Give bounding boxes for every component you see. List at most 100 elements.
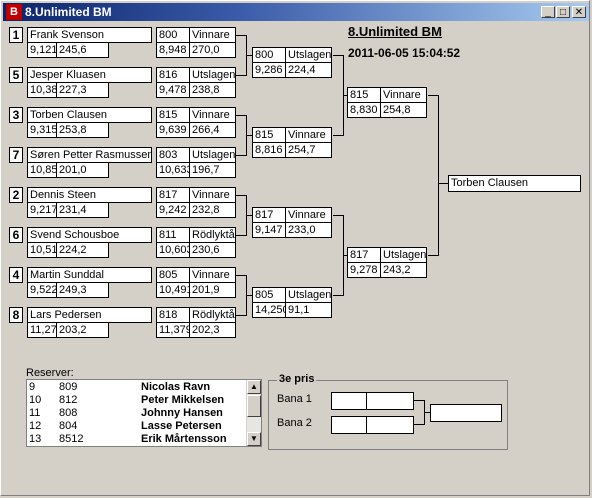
round1-box-speed[interactable]: 270,0: [189, 42, 236, 58]
round1-box-no[interactable]: 803: [156, 147, 190, 163]
racer-speed[interactable]: 231,4: [56, 202, 109, 218]
racer-time[interactable]: 10,388: [27, 82, 57, 98]
quarter-box-time[interactable]: 9,286: [252, 62, 286, 78]
quarter-box-speed[interactable]: 91,1: [285, 302, 332, 318]
racer-time[interactable]: 9,522: [27, 282, 57, 298]
quarter-box-time[interactable]: 9,147: [252, 222, 286, 238]
racer-time[interactable]: 9,217: [27, 202, 57, 218]
racer-name[interactable]: Søren Petter Rasmussen: [27, 147, 152, 163]
racer-name[interactable]: Dennis Steen: [27, 187, 152, 203]
third-place-winner-field[interactable]: [430, 404, 502, 422]
winner-field[interactable]: Torben Clausen: [448, 175, 581, 192]
title-bar[interactable]: B 8.Unlimited BM _ □ ✕: [3, 3, 589, 21]
quarter-box-result[interactable]: Utslagen: [285, 47, 332, 63]
quarter-box-no[interactable]: 800: [252, 47, 286, 63]
round1-box-result[interactable]: Vinnare: [189, 27, 236, 43]
lane2-no-field[interactable]: [331, 416, 367, 434]
round1-box-result[interactable]: Utslagen: [189, 67, 236, 83]
round1-box-result[interactable]: Vinnare: [189, 107, 236, 123]
round1-box-time[interactable]: 10,603: [156, 242, 190, 258]
round1-box-speed[interactable]: 266,4: [189, 122, 236, 138]
round1-box-speed[interactable]: 196,7: [189, 162, 236, 178]
round1-box-no[interactable]: 811: [156, 227, 190, 243]
round1-box-speed[interactable]: 238,8: [189, 82, 236, 98]
racer-speed[interactable]: 201,0: [56, 162, 109, 178]
quarter-box-result[interactable]: Utslagen: [285, 287, 332, 303]
round1-box-result[interactable]: Vinnare: [189, 187, 236, 203]
racer-speed[interactable]: 249,3: [56, 282, 109, 298]
round1-box-result[interactable]: Vinnare: [189, 267, 236, 283]
semi-box-no[interactable]: 815: [347, 87, 381, 103]
racer-name[interactable]: Torben Clausen: [27, 107, 152, 123]
quarter-box-result[interactable]: Vinnare: [285, 127, 332, 143]
maximize-button[interactable]: □: [556, 6, 570, 18]
quarter-box-speed[interactable]: 254,7: [285, 142, 332, 158]
lane1-no-field[interactable]: [331, 392, 367, 410]
close-button[interactable]: ✕: [572, 6, 586, 18]
quarter-box-time[interactable]: 14,250: [252, 302, 286, 318]
lane1-result-field[interactable]: [366, 392, 414, 410]
round1-box-time[interactable]: 9,242: [156, 202, 190, 218]
semi-box-speed[interactable]: 254,8: [380, 102, 427, 118]
round1-box-result[interactable]: Utslagen: [189, 147, 236, 163]
racer-speed[interactable]: 227,3: [56, 82, 109, 98]
quarter-box-no[interactable]: 817: [252, 207, 286, 223]
round1-box-no[interactable]: 816: [156, 67, 190, 83]
quarter-box-no[interactable]: 815: [252, 127, 286, 143]
scroll-thumb[interactable]: [247, 395, 261, 417]
semi-box-no[interactable]: 817: [347, 247, 381, 263]
semi-box-result[interactable]: Vinnare: [380, 87, 427, 103]
semi-box-speed[interactable]: 243,2: [380, 262, 427, 278]
round1-box-no[interactable]: 817: [156, 187, 190, 203]
scroll-up-button[interactable]: ▲: [247, 380, 261, 394]
scroll-down-button[interactable]: ▼: [247, 432, 261, 446]
racer-time[interactable]: 10,515: [27, 242, 57, 258]
round1-box-time[interactable]: 10,633: [156, 162, 190, 178]
racer-name[interactable]: Jesper Kluasen: [27, 67, 152, 83]
racer-speed[interactable]: 203,2: [56, 322, 109, 338]
racer-time[interactable]: 9,315: [27, 122, 57, 138]
reserves-scrollbar[interactable]: ▲ ▼: [246, 380, 261, 446]
minimize-button[interactable]: _: [541, 6, 555, 18]
round1-box-speed[interactable]: 232,8: [189, 202, 236, 218]
racer-speed[interactable]: 245,6: [56, 42, 109, 58]
racer-name[interactable]: Martin Sunddal: [27, 267, 152, 283]
round1-box-no[interactable]: 815: [156, 107, 190, 123]
lane2-result-field[interactable]: [366, 416, 414, 434]
round1-box-speed[interactable]: 201,9: [189, 282, 236, 298]
semi-box-time[interactable]: 8,830: [347, 102, 381, 118]
racer-speed[interactable]: 224,2: [56, 242, 109, 258]
quarter-box-speed[interactable]: 224,4: [285, 62, 332, 78]
round1-box-no[interactable]: 800: [156, 27, 190, 43]
racer-name[interactable]: Lars Pedersen: [27, 307, 152, 323]
round1-box-speed[interactable]: 202,3: [189, 322, 236, 338]
quarter-box-result[interactable]: Vinnare: [285, 207, 332, 223]
racer-name[interactable]: Svend Schousboe: [27, 227, 152, 243]
bm-icon[interactable]: B: [6, 4, 22, 20]
semi-box-time[interactable]: 9,278: [347, 262, 381, 278]
round1-box-time[interactable]: 9,639: [156, 122, 190, 138]
racer-time[interactable]: 10,852: [27, 162, 57, 178]
quarter-box-time[interactable]: 8,816: [252, 142, 286, 158]
round1-box-time[interactable]: 10,491: [156, 282, 190, 298]
round1-box-speed[interactable]: 230,6: [189, 242, 236, 258]
round1-box-result[interactable]: Rödlyktå: [189, 307, 236, 323]
quarter-box-no[interactable]: 805: [252, 287, 286, 303]
racer-time[interactable]: 9,121: [27, 42, 57, 58]
round1-box-no[interactable]: 818: [156, 307, 190, 323]
quarter-box-speed[interactable]: 233,0: [285, 222, 332, 238]
round1-box-time[interactable]: 11,379: [156, 322, 190, 338]
semi-box-result[interactable]: Utslagen: [380, 247, 427, 263]
racer-time[interactable]: 11,276: [27, 322, 57, 338]
round1-box-no[interactable]: 805: [156, 267, 190, 283]
racer-speed[interactable]: 253,8: [56, 122, 109, 138]
round1-box-time[interactable]: 8,948: [156, 42, 190, 58]
round1-box-time[interactable]: 9,478: [156, 82, 190, 98]
racer-name[interactable]: Frank Svenson: [27, 27, 152, 43]
